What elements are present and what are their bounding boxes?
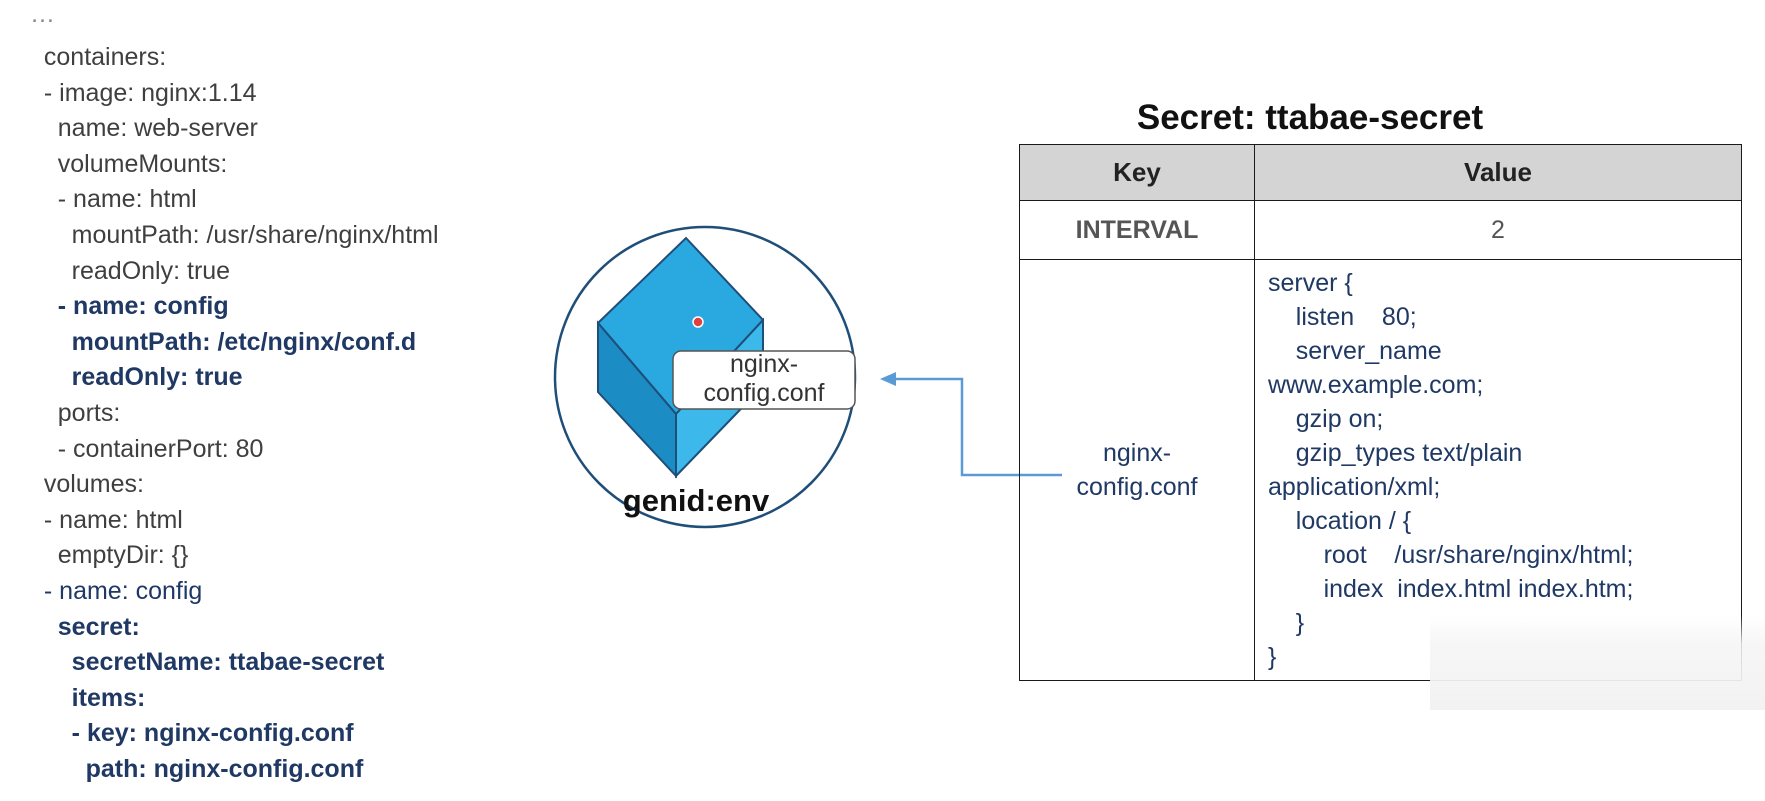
config-line: application/xml; bbox=[1268, 473, 1441, 501]
arrow-head bbox=[880, 372, 896, 386]
config-line: } bbox=[1268, 609, 1305, 637]
config-line: server_name bbox=[1268, 337, 1442, 365]
secret-table: Key Value INTERVAL 2 nginx- config.conf … bbox=[1019, 144, 1742, 681]
row-key: INTERVAL bbox=[1019, 200, 1255, 260]
code-line: volumeMounts: bbox=[30, 149, 228, 178]
blurred-overlay bbox=[1430, 615, 1765, 710]
code-line: secretName: ttabae-secret bbox=[30, 648, 385, 677]
code-line: mountPath: /usr/share/nginx/html bbox=[30, 220, 439, 249]
secret-title: Secret: ttabae-secret bbox=[1136, 98, 1484, 137]
table-header-row: Key Value bbox=[1019, 144, 1742, 201]
config-line: } bbox=[1268, 643, 1277, 671]
file-label: nginx- config.conf bbox=[703, 350, 825, 407]
config-line: location / { bbox=[1268, 507, 1412, 535]
column-header-key: Key bbox=[1019, 144, 1255, 201]
row-value: server { listen 80; server_name www.examp… bbox=[1254, 259, 1742, 681]
code-line: name: web-server bbox=[30, 114, 258, 143]
code-line: - name: html bbox=[30, 185, 197, 214]
code-line: containers: bbox=[30, 43, 167, 71]
code-line: mountPath: /etc/nginx/conf.d bbox=[30, 327, 417, 356]
config-line: index index.html index.htm; bbox=[1268, 575, 1634, 603]
column-header-value: Value bbox=[1254, 144, 1742, 201]
config-line: root /usr/share/nginx/html; bbox=[1268, 541, 1634, 569]
table-row: INTERVAL 2 bbox=[1019, 200, 1742, 260]
pod-label: genid:env bbox=[622, 483, 770, 518]
code-line: … bbox=[30, 0, 55, 28]
config-line: gzip on; bbox=[1268, 405, 1384, 433]
yaml-code-block: … containers: - image: nginx:1.14 name: … bbox=[30, 0, 570, 787]
code-line: - image: nginx:1.14 bbox=[30, 78, 257, 107]
code-line: - name: config bbox=[30, 292, 229, 321]
row-value: 2 bbox=[1254, 200, 1742, 260]
code-line: - containerPort: 80 bbox=[30, 434, 264, 463]
code-line: volumes: bbox=[30, 470, 144, 499]
code-line: - key: nginx-config.conf bbox=[30, 719, 354, 748]
config-line: www.example.com; bbox=[1268, 371, 1484, 399]
arrow-line bbox=[894, 377, 1062, 477]
code-line: readOnly: true bbox=[30, 256, 231, 285]
code-line: items: bbox=[30, 683, 146, 712]
code-line: emptyDir: {} bbox=[30, 541, 189, 570]
code-line: - name: html bbox=[30, 505, 183, 534]
config-line: listen 80; bbox=[1268, 303, 1417, 331]
file-label-box bbox=[672, 350, 856, 410]
code-line: ports: bbox=[30, 398, 121, 427]
config-line: gzip_types text/plain bbox=[1268, 439, 1523, 467]
code-line: path: nginx-config.conf bbox=[30, 754, 364, 783]
code-line: secret: bbox=[30, 612, 140, 641]
config-line: server { bbox=[1268, 269, 1353, 297]
nginx-config-content: server { listen 80; server_name www.examp… bbox=[1255, 260, 1741, 674]
cursor-dot bbox=[692, 316, 704, 328]
row-key: nginx- config.conf bbox=[1019, 259, 1255, 681]
table-row: nginx- config.conf server { listen 80; s… bbox=[1019, 259, 1742, 681]
code-line: readOnly: true bbox=[30, 363, 243, 392]
code-line: - name: config bbox=[30, 576, 203, 605]
